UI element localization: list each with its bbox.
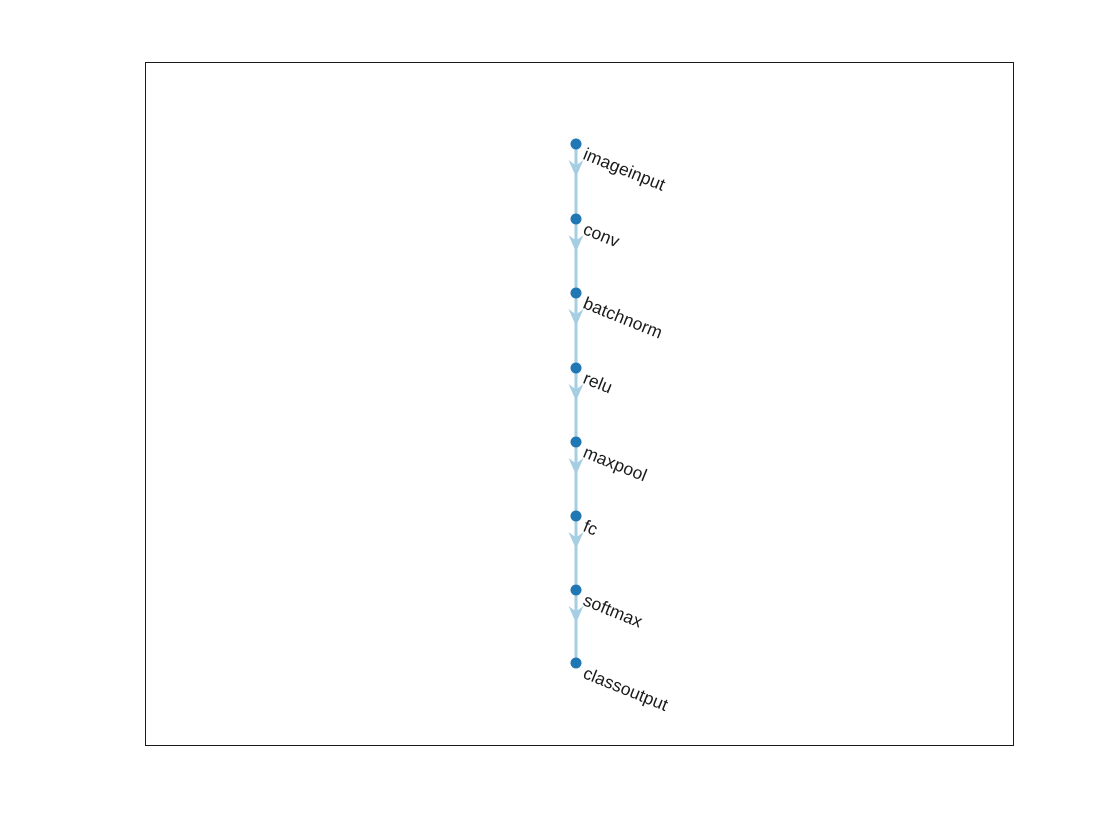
axes-frame (145, 62, 1014, 746)
